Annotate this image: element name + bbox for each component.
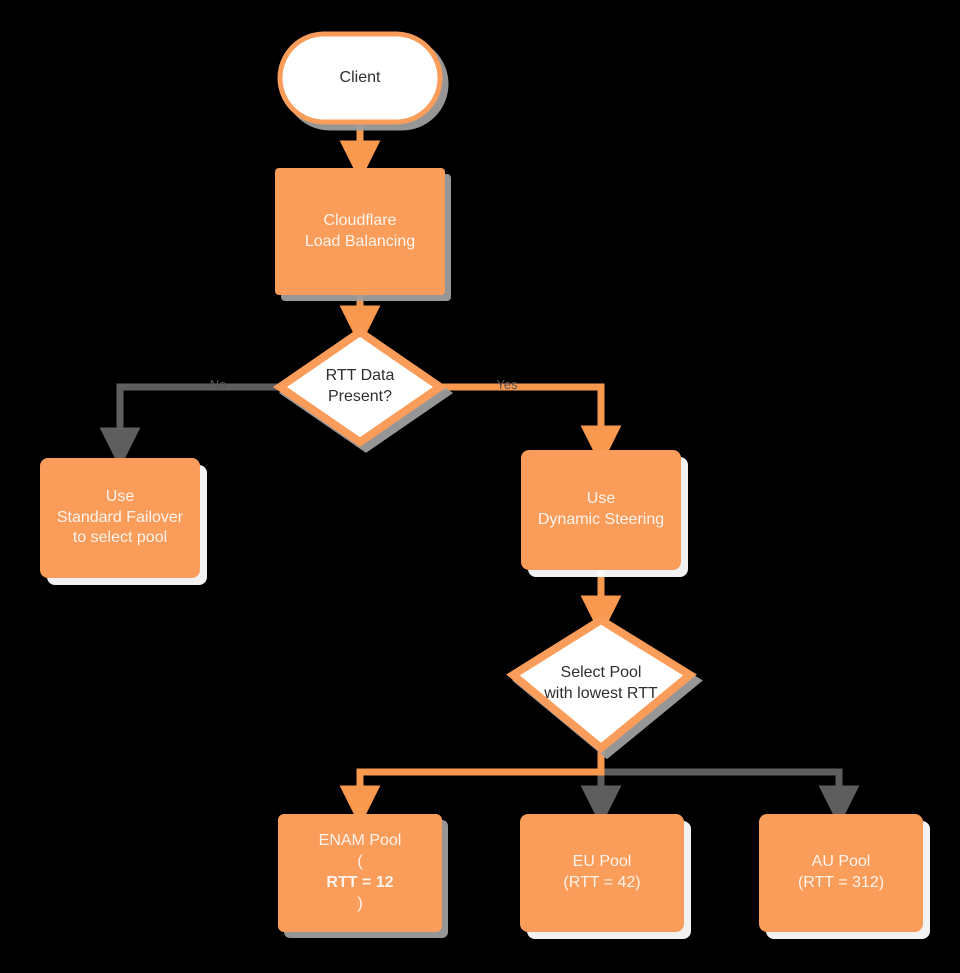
edge-decision-no <box>99 383 283 469</box>
edge-select-to-enam <box>339 745 605 827</box>
node-standard-failover[interactable] <box>40 458 200 578</box>
node-rtt-decision[interactable] <box>272 327 448 447</box>
edge-layer <box>99 122 860 827</box>
node-select-pool[interactable] <box>506 615 697 754</box>
edge-decision-yes <box>438 383 622 467</box>
node-load-balancing[interactable] <box>275 168 445 295</box>
node-dynamic-steering[interactable] <box>521 450 681 570</box>
node-eu-pool[interactable] <box>520 814 684 932</box>
node-layer <box>40 31 923 932</box>
node-enam-pool[interactable] <box>278 814 442 932</box>
node-client[interactable] <box>277 31 443 125</box>
edge-select-to-au <box>601 768 860 827</box>
node-au-pool[interactable] <box>759 814 923 932</box>
